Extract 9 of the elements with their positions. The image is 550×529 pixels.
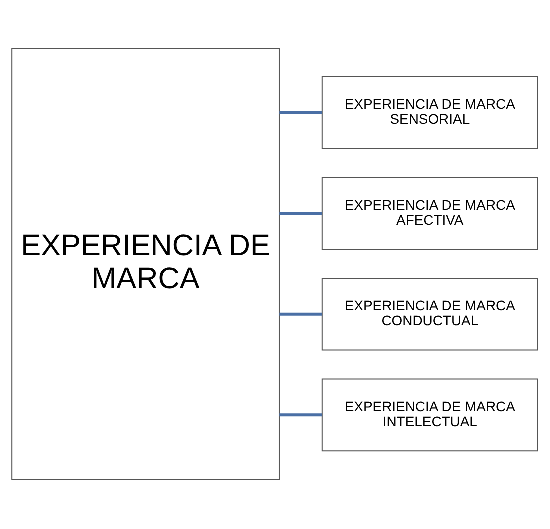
- connector: [280, 111, 322, 114]
- connector: [280, 414, 322, 417]
- connector: [280, 312, 322, 316]
- node-box: EXPERIENCIA DE MARCA CONDUCTUAL: [322, 278, 538, 351]
- connector: [280, 212, 322, 216]
- node-box: EXPERIENCIA DE MARCA SENSORIAL: [322, 76, 538, 150]
- node-box: EXPERIENCIA DE MARCA INTELECTUAL: [322, 378, 538, 452]
- node-box: EXPERIENCIA DE MARCA: [12, 48, 280, 480]
- node-box: EXPERIENCIA DE MARCA AFECTIVA: [322, 177, 538, 250]
